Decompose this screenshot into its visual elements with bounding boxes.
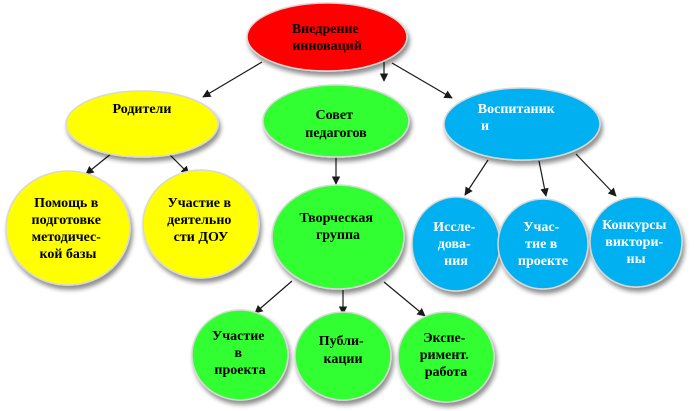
node-contests-shape xyxy=(589,196,683,288)
arrow-parents-methodical xyxy=(85,152,113,175)
arrow-parents-activity xyxy=(167,152,190,175)
node-experiment-line-2: римент. xyxy=(420,348,469,363)
node-projects-line-2: в xyxy=(234,346,242,361)
node-contests-line-3: ны xyxy=(627,252,646,267)
node-pupils: Воспитаник и xyxy=(443,87,601,161)
node-methodical-line-2: подготовке xyxy=(32,213,101,228)
node-publications-shape xyxy=(294,311,392,401)
node-methodical-label: Помощь в подготовке методичес- кой базы xyxy=(32,196,105,262)
node-activity-line-1: Участие в xyxy=(167,196,231,211)
node-projects-shape xyxy=(191,309,289,401)
node-council-shape xyxy=(262,84,410,158)
node-root-label: Внедрение инноваций xyxy=(292,22,362,54)
node-project-part-line-2: тие в xyxy=(525,237,558,252)
node-experiment: Экспе- римент. работа xyxy=(397,311,495,403)
node-pupils-shape xyxy=(443,87,601,161)
node-activity-line-3: сти ДОУ xyxy=(174,230,229,245)
arrow-root-pupils xyxy=(391,62,453,99)
node-project-part-label: Учас- тие в проекте xyxy=(518,220,568,269)
node-activity-shape xyxy=(142,169,260,279)
node-methodical-shape xyxy=(5,170,131,286)
node-creative-line-1: Творческая xyxy=(300,211,374,226)
node-publications: Публи- кации xyxy=(294,311,392,401)
node-creative-label: Творческая группа xyxy=(300,211,377,243)
node-contests-line-2: виктори- xyxy=(605,235,663,250)
node-activity-line-2: деятельно xyxy=(167,213,231,228)
node-council-line-2: педагогов xyxy=(305,126,367,141)
node-projects-label: Участие в проекта xyxy=(212,329,268,378)
node-research-line-1: Иссле- xyxy=(433,220,475,235)
node-pupils-label: Воспитаник и xyxy=(478,102,558,134)
node-project-part: Учас- тие в проекте xyxy=(497,198,589,290)
node-projects-line-1: Участие xyxy=(212,329,265,344)
node-contests: Конкурсы виктори- ны xyxy=(589,196,683,288)
node-contests-line-1: Конкурсы xyxy=(602,218,666,233)
node-parents: Родители xyxy=(65,90,219,158)
node-creative: Творческая группа xyxy=(271,184,405,290)
node-council-label: Совет педагогов xyxy=(305,108,367,141)
node-creative-shape xyxy=(271,184,405,290)
node-root-line-2: инноваций xyxy=(292,39,362,54)
node-publications-line-1: Публи- xyxy=(319,334,364,349)
arrow-creative-experiment xyxy=(383,281,426,317)
node-publications-line-2: кации xyxy=(323,352,362,367)
node-research-line-3: ния xyxy=(444,254,468,269)
node-research-line-2: дова- xyxy=(438,237,471,252)
node-contests-label: Конкурсы виктори- ны xyxy=(602,218,670,267)
node-root-shape xyxy=(246,2,408,72)
node-parents-shape xyxy=(65,90,219,158)
node-research: Иссле- дова- ния xyxy=(411,196,501,292)
arrow-pupils-research xyxy=(464,159,489,196)
node-experiment-line-3: работа xyxy=(425,365,467,380)
node-council-line-1: Совет xyxy=(316,108,354,123)
node-experiment-shape xyxy=(397,311,495,403)
node-experiment-line-1: Экспе- xyxy=(423,331,466,346)
node-pupils-line-2: и xyxy=(481,119,489,134)
node-creative-line-2: группа xyxy=(316,228,360,243)
connectors xyxy=(85,61,617,317)
node-methodical-line-3: методичес- xyxy=(32,230,102,245)
arrow-root-parents xyxy=(202,61,263,98)
node-methodical-line-1: Помощь в xyxy=(34,196,99,211)
node-root-line-1: Внедрение xyxy=(292,22,359,37)
node-project-part-line-1: Учас- xyxy=(523,220,559,235)
node-projects-line-3: проекта xyxy=(214,363,265,378)
node-project-part-line-3: проекте xyxy=(518,254,568,269)
node-activity: Участие в деятельно сти ДОУ xyxy=(142,169,260,279)
node-parents-label: Родители xyxy=(113,102,172,117)
node-experiment-label: Экспе- римент. работа xyxy=(420,331,473,380)
node-root: Внедрение инноваций xyxy=(246,2,408,72)
node-research-label: Иссле- дова- ния xyxy=(433,220,479,269)
node-methodical: Помощь в подготовке методичес- кой базы xyxy=(5,170,131,286)
arrow-creative-projects xyxy=(254,280,293,314)
node-methodical-line-4: кой базы xyxy=(39,247,96,262)
node-projects: Участие в проекта xyxy=(191,309,289,401)
node-publications-label: Публи- кации xyxy=(319,334,367,367)
arrow-pupils-project xyxy=(538,160,549,197)
node-project-part-shape xyxy=(497,198,589,290)
arrow-pupils-contests xyxy=(575,153,617,197)
node-activity-label: Участие в деятельно сти ДОУ xyxy=(167,196,235,245)
node-parents-line-1: Родители xyxy=(113,102,172,117)
node-council: Совет педагогов xyxy=(262,84,410,158)
node-pupils-line-1: Воспитаник xyxy=(478,102,556,117)
